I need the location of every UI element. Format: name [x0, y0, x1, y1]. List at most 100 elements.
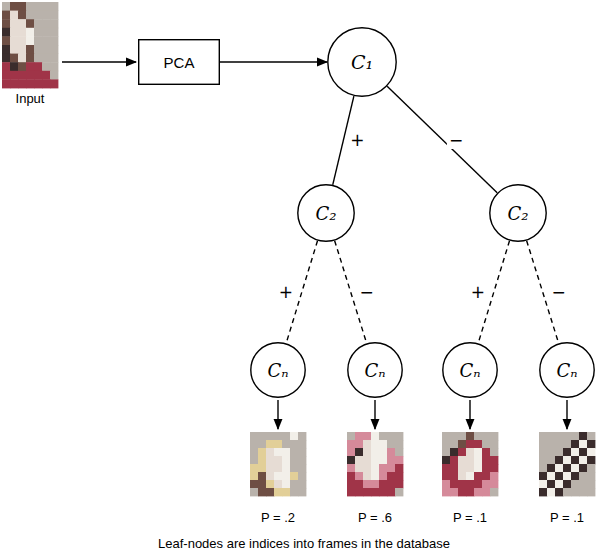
image-pixel: [282, 480, 290, 488]
image-pixel: [258, 472, 266, 480]
image-pixel: [547, 488, 555, 496]
image-pixel: [547, 480, 555, 488]
image-pixel: [258, 432, 266, 440]
image-pixel: [18, 79, 26, 88]
image-pixel: [18, 71, 26, 80]
leaf-frame-image: [250, 432, 306, 496]
image-pixel: [395, 448, 403, 456]
image-pixel: [579, 472, 587, 480]
image-pixel: [474, 448, 482, 456]
image-pixel: [490, 480, 498, 488]
image-pixel: [26, 19, 34, 28]
image-pixel: [42, 62, 50, 71]
image-pixel: [379, 480, 387, 488]
image-pixel: [387, 480, 395, 488]
image-pixel: [539, 488, 547, 496]
probability-label: P = .6: [358, 510, 392, 525]
image-pixel: [482, 440, 490, 448]
image-pixel: [282, 456, 290, 464]
image-pixel: [371, 440, 379, 448]
image-pixel: [18, 28, 26, 37]
image-pixel: [579, 464, 587, 472]
image-pixel: [274, 464, 282, 472]
image-pixel: [387, 488, 395, 496]
image-pixel: [10, 19, 18, 28]
image-pixel: [50, 45, 58, 54]
image-pixel: [579, 488, 587, 496]
image-pixel: [547, 472, 555, 480]
image-pixel: [290, 464, 298, 472]
image-pixel: [298, 432, 306, 440]
image-pixel: [18, 11, 26, 20]
classifier-circle: Cₙ: [442, 342, 498, 398]
image-pixel: [274, 456, 282, 464]
classifier-circle: C₂: [489, 184, 547, 242]
image-pixel: [363, 472, 371, 480]
image-pixel: [466, 464, 474, 472]
image-pixel: [466, 456, 474, 464]
image-pixel: [587, 448, 595, 456]
image-pixel: [34, 79, 42, 88]
image-pixel: [2, 28, 10, 37]
image-pixel: [266, 440, 274, 448]
image-pixel: [395, 472, 403, 480]
image-pixel: [355, 488, 363, 496]
image-pixel: [266, 480, 274, 488]
image-pixel: [563, 456, 571, 464]
image-pixel: [379, 448, 387, 456]
image-pixel: [371, 456, 379, 464]
image-pixel: [379, 488, 387, 496]
image-pixel: [282, 440, 290, 448]
image-pixel: [42, 45, 50, 54]
image-pixel: [2, 54, 10, 63]
image-pixel: [555, 440, 563, 448]
image-pixel: [250, 432, 258, 440]
image-pixel: [10, 11, 18, 20]
image-pixel: [474, 464, 482, 472]
image-pixel: [363, 448, 371, 456]
image-pixel: [387, 472, 395, 480]
image-pixel: [2, 62, 10, 71]
image-pixel: [42, 28, 50, 37]
image-pixel: [363, 456, 371, 464]
image-pixel: [42, 19, 50, 28]
image-pixel: [587, 432, 595, 440]
node-text: Cₙ: [556, 360, 577, 381]
image-pixel: [482, 472, 490, 480]
image-pixel: [571, 464, 579, 472]
image-pixel: [34, 28, 42, 37]
image-pixel: [490, 440, 498, 448]
image-pixel: [2, 36, 10, 45]
image-pixel: [298, 464, 306, 472]
image-pixel: [34, 19, 42, 28]
image-pixel: [34, 71, 42, 80]
image-pixel: [355, 464, 363, 472]
image-pixel: [458, 440, 466, 448]
image-pixel: [26, 62, 34, 71]
image-pixel: [298, 472, 306, 480]
image-pixel: [490, 456, 498, 464]
image-pixel: [539, 480, 547, 488]
input-arrow: [62, 61, 136, 62]
image-pixel: [555, 488, 563, 496]
image-pixel: [266, 432, 274, 440]
classifier-circle: Cₙ: [539, 342, 595, 398]
image-pixel: [587, 472, 595, 480]
image-pixel: [547, 464, 555, 472]
image-pixel: [347, 456, 355, 464]
leaf-frame-image: [442, 432, 498, 496]
image-pixel: [450, 440, 458, 448]
image-pixel: [474, 440, 482, 448]
image-pixel: [379, 432, 387, 440]
image-pixel: [274, 488, 282, 496]
image-pixel: [50, 36, 58, 45]
image-pixel: [18, 62, 26, 71]
tree-branch: [387, 86, 497, 192]
image-pixel: [539, 464, 547, 472]
image-pixel: [26, 45, 34, 54]
image-pixel: [587, 464, 595, 472]
image-pixel: [258, 464, 266, 472]
image-pixel: [474, 488, 482, 496]
